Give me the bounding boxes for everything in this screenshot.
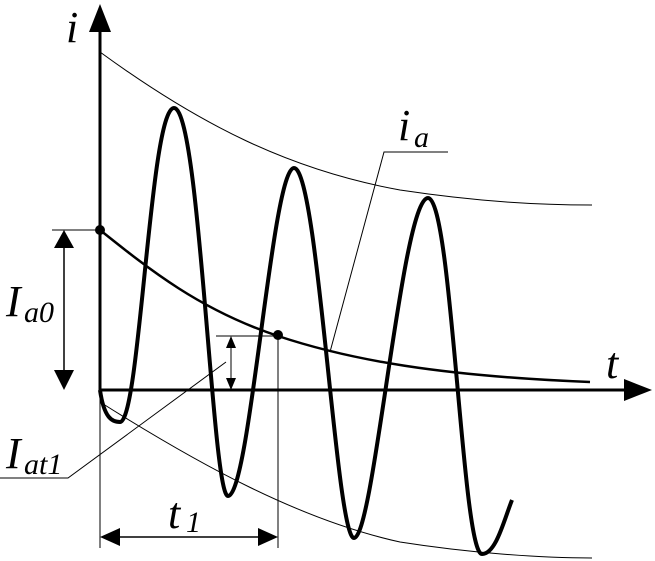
x-axis-arrowhead <box>624 379 652 401</box>
upper-envelope <box>99 51 593 206</box>
ia0-label: I a0 <box>5 277 54 329</box>
t1-arrow-right <box>258 528 278 546</box>
iat1-arrow-down <box>226 378 236 390</box>
aperiodic-component-curve <box>99 229 591 384</box>
y-axis-label: i <box>66 3 78 52</box>
iat1-label-sub: at1 <box>24 448 62 481</box>
t1-label-sub: 1 <box>186 506 201 539</box>
ia-label-main: i <box>398 101 410 150</box>
iat1-point <box>273 330 283 340</box>
iat1-leader-line <box>0 361 227 479</box>
t1-label-main: t <box>168 489 182 538</box>
ia0-label-sub: a0 <box>24 296 54 329</box>
total-current-waveform <box>98 106 514 556</box>
lower-envelope <box>99 401 593 559</box>
iat1-label-main: I <box>5 429 23 478</box>
iat1-arrow-up <box>226 336 236 348</box>
ia0-label-main: I <box>5 277 23 326</box>
ia0-arrow-up <box>54 230 74 248</box>
ia-label: i a <box>398 101 429 154</box>
iat1-label: I at1 <box>5 429 62 481</box>
y-axis-arrowhead <box>89 4 111 32</box>
ia-label-sub: a <box>414 121 429 154</box>
ia-leader-line <box>329 151 448 353</box>
t1-arrow-left <box>100 528 120 546</box>
ia0-arrow-down <box>54 370 74 390</box>
x-axis-label: t <box>606 339 620 388</box>
t1-label: t 1 <box>168 489 201 539</box>
